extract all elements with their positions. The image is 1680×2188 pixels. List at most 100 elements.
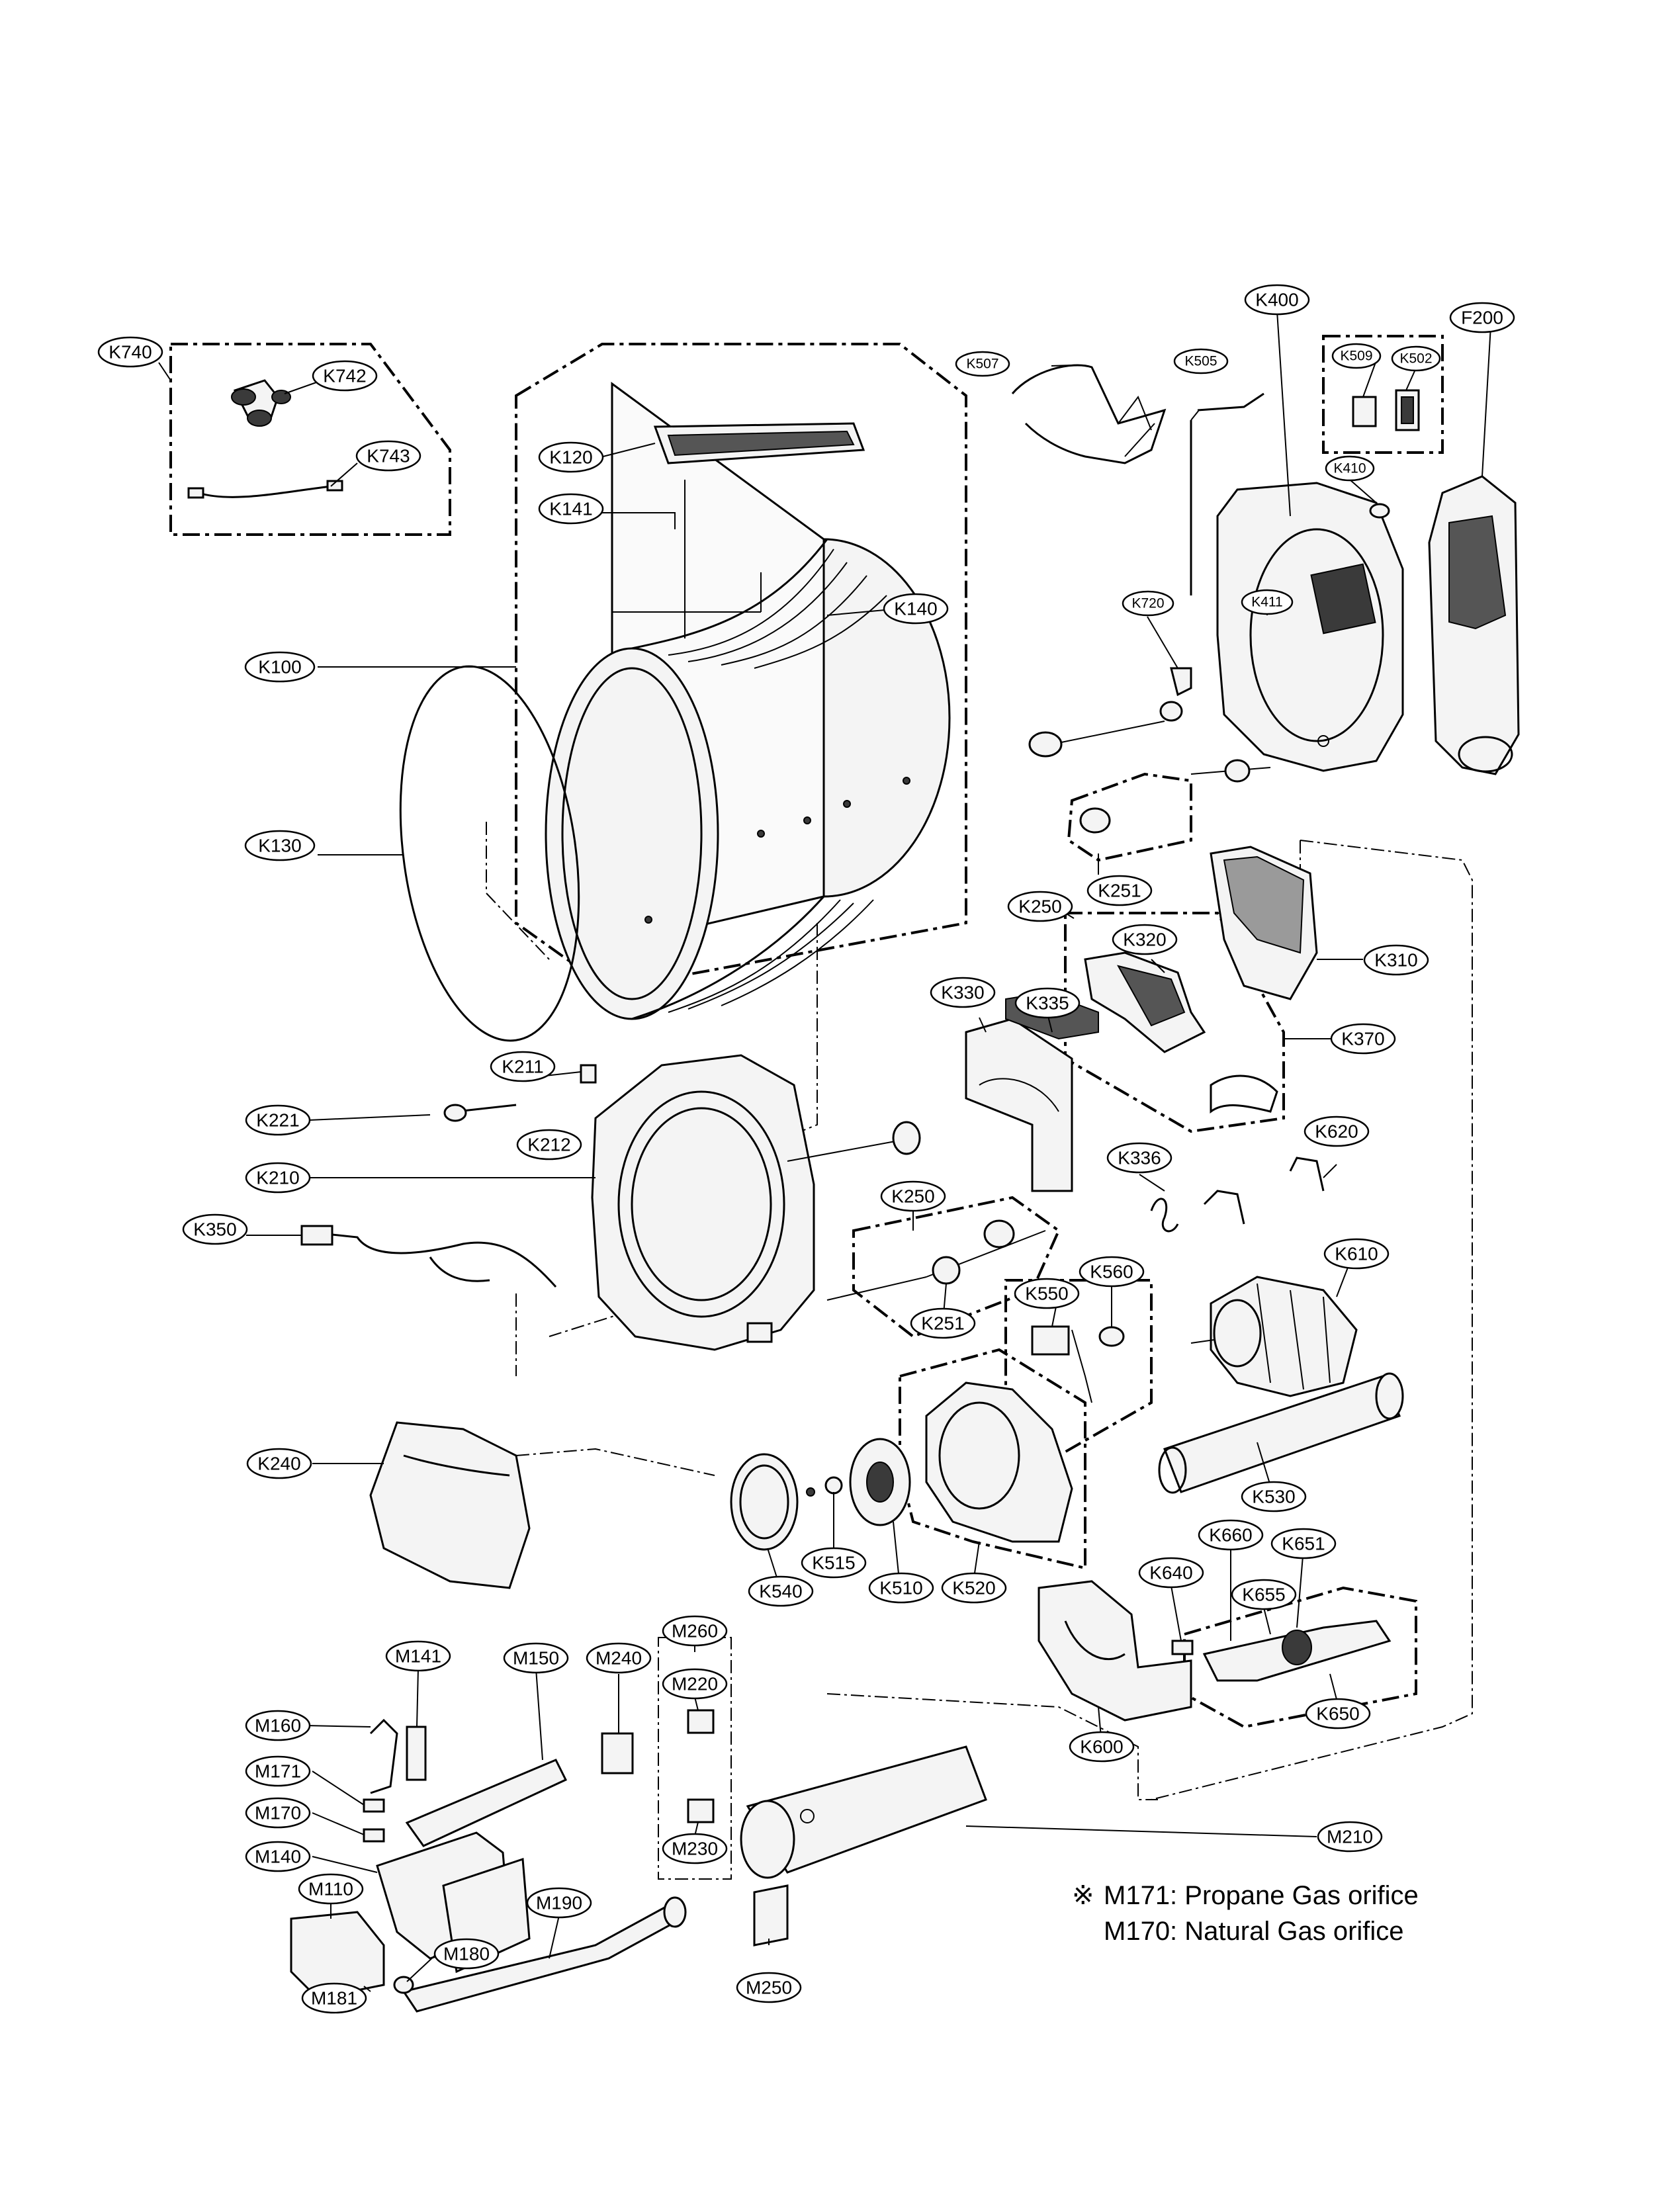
svg-text:K251: K251 <box>921 1313 964 1334</box>
svg-text:M230: M230 <box>672 1839 718 1859</box>
svg-text:K502: K502 <box>1399 351 1432 367</box>
routing-line-f200-return <box>1151 840 1473 1800</box>
svg-text:K210: K210 <box>256 1168 299 1188</box>
svg-text:M141: M141 <box>395 1646 441 1667</box>
svg-text:K520: K520 <box>952 1578 995 1598</box>
k650-part <box>1202 1620 1392 1682</box>
svg-text:K540: K540 <box>759 1581 802 1602</box>
callout-k240: K240 <box>246 1448 312 1479</box>
svg-text:M220: M220 <box>672 1674 718 1694</box>
routing-line-k240 <box>515 1293 715 1476</box>
k550-k560-part <box>1031 1325 1125 1403</box>
k410-part <box>1369 503 1390 519</box>
callout-m260: M260 <box>662 1615 728 1647</box>
svg-text:F200: F200 <box>1461 308 1503 328</box>
callout-m160: M160 <box>245 1710 311 1741</box>
svg-text:K240: K240 <box>257 1454 300 1474</box>
svg-text:K320: K320 <box>1123 930 1166 950</box>
svg-text:K310: K310 <box>1374 950 1417 971</box>
k530-duct-part <box>1158 1372 1404 1494</box>
tube-k505-part <box>1190 392 1264 595</box>
svg-text:M260: M260 <box>672 1621 718 1641</box>
svg-text:K507: K507 <box>966 357 998 372</box>
k240-duct-part <box>369 1421 531 1589</box>
callout-k210: K210 <box>245 1162 311 1194</box>
svg-text:K510: K510 <box>879 1578 922 1598</box>
callout-k250-upper: K250 <box>1007 891 1073 922</box>
callout-k540: K540 <box>748 1575 814 1607</box>
k320-duct-part <box>1084 951 1278 1114</box>
svg-text:K515: K515 <box>812 1553 855 1573</box>
m240-part <box>601 1732 634 1774</box>
svg-text:M140: M140 <box>255 1847 301 1867</box>
svg-text:K330: K330 <box>941 983 984 1003</box>
m171-orifice-part <box>363 1798 385 1813</box>
k520-blower-housing-part <box>925 1381 1073 1543</box>
callout-k610: K610 <box>1323 1238 1390 1270</box>
k336-spring-part <box>1150 1198 1179 1233</box>
svg-text:K370: K370 <box>1341 1029 1384 1049</box>
m250-part <box>753 1884 789 1947</box>
m141-part <box>406 1726 427 1781</box>
callout-k740: K740 <box>97 336 163 368</box>
svg-text:M150: M150 <box>513 1648 559 1669</box>
svg-text:K530: K530 <box>1252 1487 1295 1507</box>
svg-text:M250: M250 <box>746 1978 792 1998</box>
callout-k515: K515 <box>801 1547 867 1579</box>
callout-k530: K530 <box>1241 1481 1307 1512</box>
note-symbol: ※ <box>1072 1881 1094 1910</box>
gas-orifice-note: ※ M171: Propane Gas orifice M170: Natura… <box>1072 1881 1419 1946</box>
svg-text:K720: K720 <box>1131 596 1164 611</box>
callout-k120: K120 <box>538 441 604 473</box>
svg-text:K410: K410 <box>1333 461 1366 476</box>
m230-part <box>687 1798 715 1823</box>
callout-k251-upper: K251 <box>1086 875 1153 906</box>
svg-text:K350: K350 <box>193 1219 236 1240</box>
svg-text:K400: K400 <box>1255 290 1298 310</box>
svg-text:K100: K100 <box>258 657 301 678</box>
svg-text:M171: M171 <box>255 1761 301 1782</box>
k310-filter-part <box>1210 846 1318 1000</box>
filter-housing-part <box>1428 475 1520 775</box>
svg-text:K212: K212 <box>527 1135 570 1155</box>
callout-k742: K742 <box>312 360 378 392</box>
svg-text:M170: M170 <box>255 1803 301 1823</box>
svg-text:K742: K742 <box>323 366 366 386</box>
note-line-2: M170: Natural Gas orifice <box>1104 1917 1404 1946</box>
callout-k250-lower: K250 <box>880 1180 946 1212</box>
svg-text:K655: K655 <box>1242 1585 1285 1605</box>
callout-k720: K720 <box>1122 590 1174 617</box>
callout-k370: K370 <box>1330 1023 1396 1055</box>
callout-k211: K211 <box>490 1051 556 1082</box>
svg-text:K336: K336 <box>1118 1148 1161 1168</box>
k640-part <box>1171 1640 1194 1655</box>
k720-part <box>1170 667 1192 697</box>
callout-k550: K550 <box>1014 1278 1080 1309</box>
svg-text:K640: K640 <box>1149 1563 1192 1583</box>
k221-sensor-part <box>443 1104 517 1122</box>
upper-shaft-bearings <box>1028 701 1271 834</box>
k540-seal-part <box>730 1453 799 1551</box>
m210-combustion-chamber-part <box>740 1745 987 1879</box>
callout-m210: M210 <box>1317 1821 1383 1853</box>
svg-text:K130: K130 <box>258 836 301 856</box>
svg-text:K411: K411 <box>1251 595 1283 610</box>
callout-k660: K660 <box>1198 1519 1264 1551</box>
callout-m150: M150 <box>503 1642 569 1674</box>
callout-k510: K510 <box>868 1572 934 1604</box>
m110-gas-valve-part <box>290 1911 385 1999</box>
k330-bracket-part <box>965 1018 1073 1192</box>
svg-text:M240: M240 <box>596 1648 642 1669</box>
callout-k507: K507 <box>955 351 1010 377</box>
k600-bracket-part <box>1038 1580 1192 1722</box>
k502-part <box>1395 389 1420 431</box>
note-line-1: M171: Propane Gas orifice <box>1104 1881 1419 1910</box>
svg-text:K141: K141 <box>549 499 592 519</box>
callout-k140: K140 <box>883 593 949 625</box>
svg-text:M181: M181 <box>311 1988 357 2009</box>
k740-group-outline <box>169 343 451 536</box>
callout-k650: K650 <box>1305 1698 1371 1729</box>
callout-k310: K310 <box>1363 944 1429 976</box>
svg-text:K505: K505 <box>1184 354 1217 369</box>
svg-text:K250: K250 <box>891 1186 934 1207</box>
